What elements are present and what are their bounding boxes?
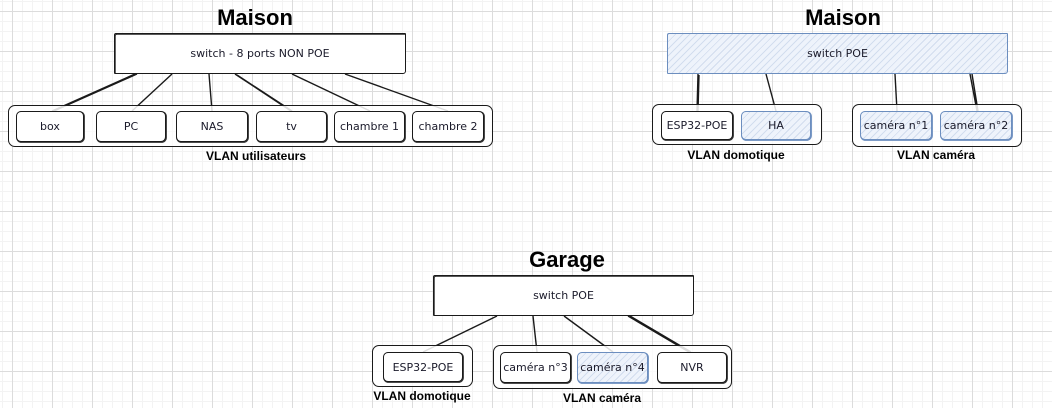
switch-non-poe[interactable]: switch - 8 ports NON POE xyxy=(114,33,406,74)
node-nvr[interactable]: NVR xyxy=(657,352,727,383)
node-nas[interactable]: NAS xyxy=(176,111,248,142)
node-label: PC xyxy=(123,120,139,133)
group-title-maison-poe: Maison xyxy=(805,5,881,30)
node-ha[interactable]: HA xyxy=(741,111,811,140)
node-label: chambre 1 xyxy=(339,120,399,133)
vlan-label-utilisateurs: VLAN utilisateurs xyxy=(205,149,307,163)
node-label: caméra n°3 xyxy=(503,361,568,374)
switch-label: switch POE xyxy=(807,47,868,60)
node-camera-1[interactable]: caméra n°1 xyxy=(860,111,932,140)
node-chambre-2[interactable]: chambre 2 xyxy=(412,111,484,142)
node-label: caméra n°4 xyxy=(580,361,645,374)
node-label: ESP32-POE xyxy=(392,360,454,374)
vlan-label-camera-garage: VLAN caméra xyxy=(562,391,642,405)
node-label: caméra n°1 xyxy=(863,119,929,132)
node-label: chambre 2 xyxy=(418,120,478,133)
node-tv[interactable]: tv xyxy=(256,111,327,142)
node-label: ESP32-POE xyxy=(666,119,728,132)
switch-label: switch POE xyxy=(533,289,594,302)
node-label: caméra n°2 xyxy=(943,119,1009,132)
node-esp32-poe-garage[interactable]: ESP32-POE xyxy=(383,352,463,382)
node-esp32-poe-maison[interactable]: ESP32-POE xyxy=(661,111,733,140)
switch-label: switch - 8 ports NON POE xyxy=(190,47,330,60)
vlan-label-camera-maison: VLAN caméra xyxy=(896,148,976,162)
switch-poe-maison[interactable]: switch POE xyxy=(667,33,1008,74)
node-label: HA xyxy=(768,119,784,132)
node-camera-3[interactable]: caméra n°3 xyxy=(500,352,571,383)
node-label: NVR xyxy=(680,361,704,374)
node-label: NAS xyxy=(200,120,224,133)
node-chambre-1[interactable]: chambre 1 xyxy=(334,111,405,142)
group-title-garage: Garage xyxy=(529,247,605,272)
vlan-label-domotique-garage: VLAN domotique xyxy=(373,389,471,403)
node-label: tv xyxy=(286,120,297,133)
node-label: box xyxy=(40,120,60,133)
node-box[interactable]: box xyxy=(16,111,84,142)
node-camera-4[interactable]: caméra n°4 xyxy=(577,352,648,383)
switch-poe-garage[interactable]: switch POE xyxy=(433,275,694,316)
node-camera-2[interactable]: caméra n°2 xyxy=(940,111,1012,140)
vlan-label-domotique-maison: VLAN domotique xyxy=(687,148,785,162)
node-pc[interactable]: PC xyxy=(96,111,166,142)
group-title-maison-lan: Maison xyxy=(217,5,293,30)
